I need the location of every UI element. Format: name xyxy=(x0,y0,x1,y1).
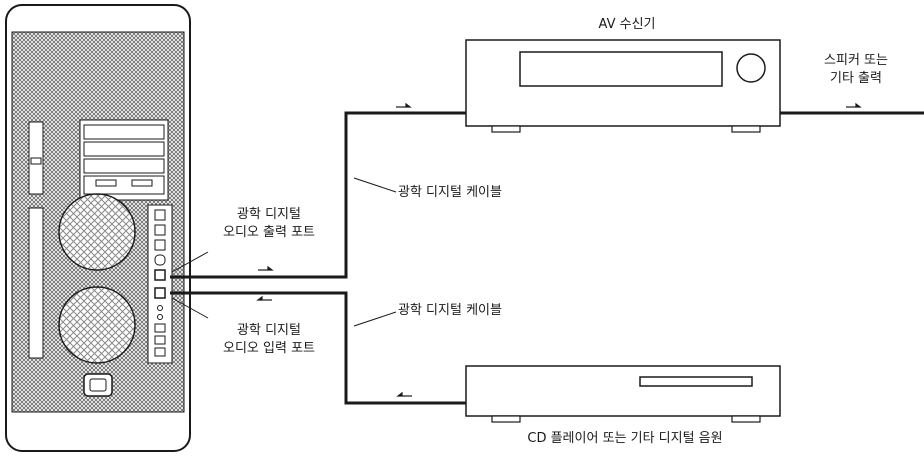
out-port-label-line2: 오디오 출력 포트 xyxy=(223,225,315,240)
computer-tower xyxy=(5,4,191,452)
cd-player-label: CD 플레이어 또는 기타 디지털 음원 xyxy=(527,431,723,446)
in-port-label-line1: 광학 디지털 xyxy=(237,323,301,338)
cd-player-device xyxy=(465,365,781,423)
speakers-label-line1: 스피커 또는 xyxy=(824,53,888,68)
out-port-label-line1: 광학 디지털 xyxy=(237,207,301,222)
cable-top-label: 광학 디지털 케이블 xyxy=(398,185,502,200)
speakers-label: 스피커 또는 기타 출력 xyxy=(796,52,916,88)
av-receiver-label: AV 수신기 xyxy=(598,17,656,32)
av-receiver-device xyxy=(465,39,781,133)
cable-from-cd xyxy=(170,291,466,405)
leader-lines xyxy=(171,177,397,327)
optical-out-port-label: 광학 디지털 오디오 출력 포트 xyxy=(206,206,332,242)
cable-bottom-label: 광학 디지털 케이블 xyxy=(398,303,502,318)
optical-cables xyxy=(170,111,924,405)
optical-in-port-label: 광학 디지털 오디오 입력 포트 xyxy=(206,322,332,358)
optical-in-port xyxy=(154,287,166,299)
speakers-label-line2: 기타 출력 xyxy=(830,71,882,86)
cable-to-receiver xyxy=(170,111,466,279)
in-port-label-line2: 오디오 입력 포트 xyxy=(223,341,315,356)
optical-out-port xyxy=(154,269,166,281)
signal-arrows xyxy=(256,102,862,397)
